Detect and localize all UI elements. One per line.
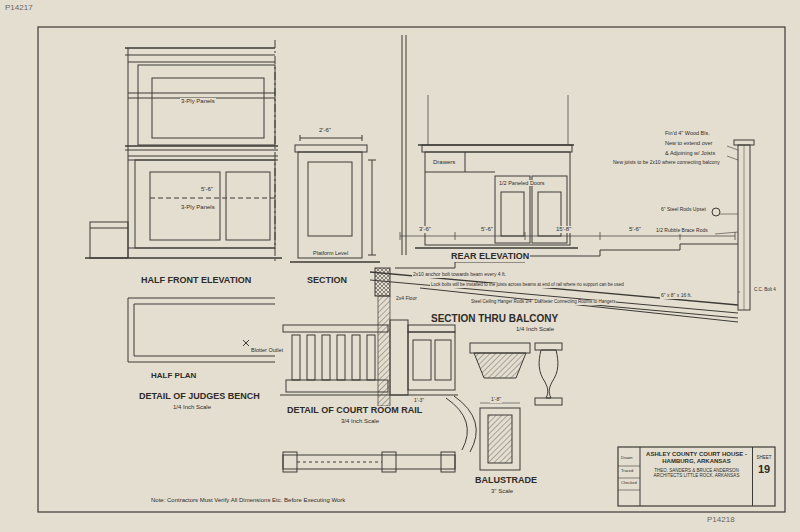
construction-note: New joists to be 2x10 where connecting b… — [612, 160, 721, 166]
construction-note: C.C. Bolt 4 — [753, 288, 777, 293]
sheet-number: SHEET — [754, 455, 774, 460]
scale-note: 3/4 Inch Scale — [340, 418, 380, 425]
dimension: 1'-8" — [490, 397, 502, 403]
dimension: 6" x 8" x 16 ft. — [660, 293, 693, 299]
dimension: 3'-6" — [418, 226, 432, 233]
part-name: 1/2 Paneled Doors — [498, 180, 546, 186]
sheet-border — [38, 27, 785, 512]
construction-note: 6" Steel Rods Upset — [660, 207, 707, 213]
title-text: ASHLEY COUNTY COURT HOUSE - HAMBURG, ARK… — [644, 451, 749, 465]
construction-note: New to extend over — [664, 140, 713, 146]
construction-note: 2x4 Floor — [395, 296, 418, 302]
construction-note: Steel Ceiling Hanger Rods 3/4" Diameter … — [470, 300, 616, 305]
title-block-cell: Drawn — [620, 456, 634, 460]
detail-title: DETAIL OF JUDGES BENCH — [138, 392, 261, 402]
material-note: 3-Ply Panels — [180, 98, 216, 105]
dimension: 15'-8" — [555, 226, 572, 233]
title-block-cell: Traced — [620, 469, 634, 473]
view-title: REAR ELEVATION — [450, 252, 530, 262]
dimension: 5'-6" — [628, 226, 642, 233]
view-title: SECTION — [306, 276, 348, 286]
scale-note: 1/4 Inch Scale — [172, 404, 212, 411]
view-title: HALF PLAN — [150, 372, 197, 381]
sheet-number: 19 — [754, 463, 774, 476]
court-room-rail — [280, 320, 476, 472]
detail-title: BALUSTRADE — [474, 476, 538, 486]
construction-note: & Adjoining w/ Joists — [664, 150, 716, 156]
title-text: THEO. SANDERS & BRUCE ANDERSON ARCHITECT… — [644, 468, 749, 478]
sheet-number-box: SHEET 19 — [752, 447, 775, 506]
title-block-cell: Checked — [620, 481, 638, 485]
part-name: Drawers — [432, 159, 456, 166]
dimension: 5'-6" — [480, 226, 494, 233]
construction-note: Fin'd 4" Wood Bls. — [664, 130, 711, 136]
balcony-section — [370, 140, 754, 406]
dimension: 2'-6" — [318, 127, 332, 134]
material-note: 3-Ply Panels — [180, 204, 216, 211]
scale-note: 3" Scale — [490, 488, 514, 495]
construction-note: 2x10 anchor bolt towards beam every 4 ft… — [412, 272, 507, 278]
construction-note: Lock bolts will be installed to the jois… — [430, 283, 625, 288]
rear-elevation — [415, 95, 578, 248]
level-note: Platform Level — [312, 250, 349, 256]
view-title: SECTION THRU BALCONY — [430, 313, 559, 324]
balustrade-detail — [470, 343, 562, 470]
dimension: 5'-6" — [200, 186, 214, 193]
construction-note: 1/2 Rubble Brace Rods — [655, 228, 709, 234]
front-elevation — [85, 40, 282, 262]
title-block — [618, 447, 775, 506]
view-title: HALF FRONT ELEVATION — [140, 276, 252, 286]
material-note: Blotter Outlet — [250, 347, 284, 353]
dimension: 1'-3" — [413, 398, 425, 404]
archive-stamp: P14218 — [706, 516, 736, 525]
bench-section — [290, 35, 406, 262]
detail-title: DETAIL OF COURT ROOM RAIL — [286, 406, 423, 416]
general-note: Note: Contractors Must Verify All Dimens… — [150, 497, 346, 504]
title-block-text: ASHLEY COUNTY COURT HOUSE - HAMBURG, ARK… — [640, 447, 775, 508]
scale-note: 1/4 Inch Scale — [515, 326, 555, 333]
archive-stamp: P14217 — [4, 4, 34, 13]
